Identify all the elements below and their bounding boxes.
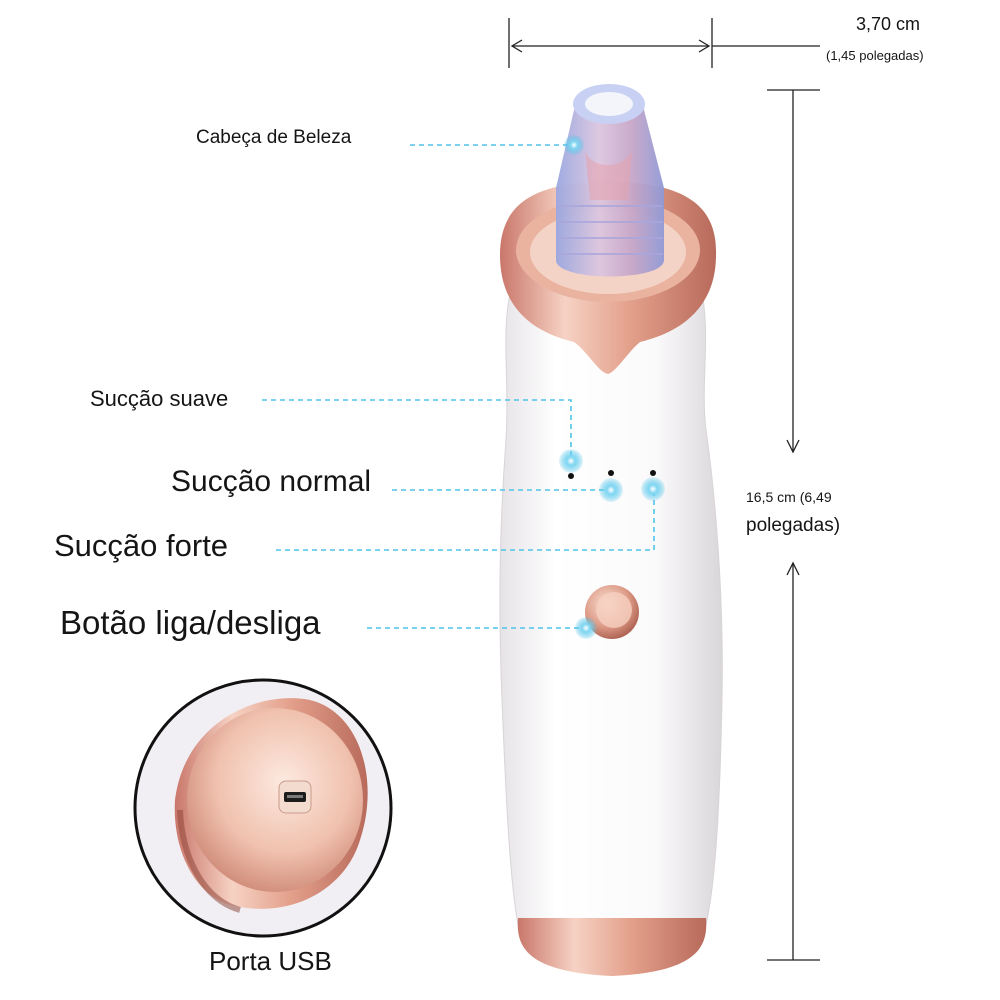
- power-button-label: Botão liga/desliga: [60, 604, 321, 641]
- width-dimension: [508, 18, 820, 68]
- usb-port-label: Porta USB: [209, 946, 332, 976]
- height-dimension: [767, 89, 820, 961]
- height-label-line2: polegadas): [746, 515, 841, 536]
- beauty-head: [556, 84, 664, 277]
- usb-inset: [133, 678, 393, 938]
- power-button-graphic: [585, 585, 639, 639]
- normal-suction-label: Sucção normal: [171, 465, 372, 498]
- callout-lines: [262, 144, 655, 629]
- beauty-head-label: Cabeça de Beleza: [196, 127, 352, 148]
- indicator-dots: [568, 470, 656, 479]
- height-label-line1: 16,5 cm (6,49: [746, 489, 832, 505]
- strong-suction-label: Sucção forte: [54, 528, 229, 563]
- soft-suction-label: Sucção suave: [90, 386, 229, 411]
- callout-dots: [559, 135, 665, 639]
- width-cm-label: 3,70 cm: [856, 14, 921, 34]
- device-body: [499, 182, 723, 976]
- width-inch-label: (1,45 polegadas): [826, 48, 924, 63]
